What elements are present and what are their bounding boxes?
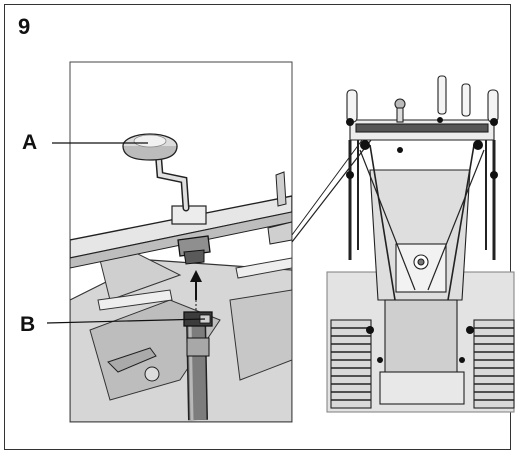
figure-number: 9 — [18, 14, 31, 39]
callout-b-leader — [46, 318, 206, 324]
zoom-connector-upper — [291, 131, 369, 236]
machine-overview — [326, 75, 515, 413]
zoom-connector-lower — [291, 139, 372, 243]
detail-inset — [69, 61, 293, 423]
callout-label-b: B — [20, 313, 36, 336]
callout-label-a: A — [22, 131, 38, 154]
right-track — [473, 319, 515, 409]
left-track — [330, 319, 372, 409]
